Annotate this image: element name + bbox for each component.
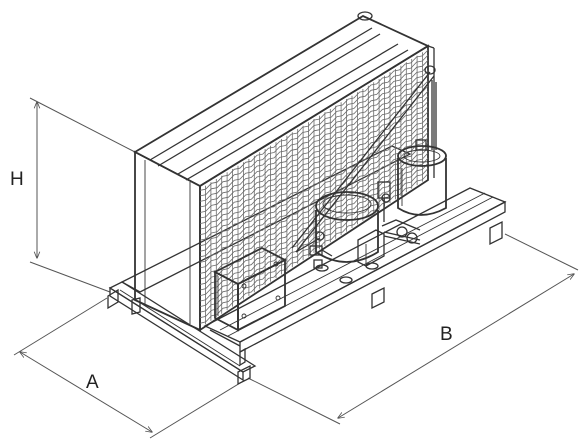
dimension-label-b: B [440, 324, 453, 345]
coil-tube-row [199, 75, 429, 219]
liquid-receiver [397, 139, 447, 216]
coil-tube-row [199, 80, 429, 224]
coil-tube-row [199, 85, 429, 230]
coil-tube-row [199, 111, 429, 258]
piping [291, 71, 437, 269]
coil-tube-row [199, 121, 429, 269]
condenser-coil [131, 11, 436, 332]
coil-tube-row [199, 101, 429, 247]
sight-glass [383, 226, 421, 245]
coil-tube-row [199, 70, 429, 213]
coil-tube-row [199, 54, 429, 197]
coil-tube-row [199, 65, 429, 208]
coil-tube-row [199, 137, 429, 285]
dimension-label-h: H [10, 169, 24, 190]
service-valve [309, 245, 333, 269]
coil-tube-row [199, 127, 429, 274]
coil-tube-row [199, 152, 429, 302]
dimension-label-a: A [86, 372, 99, 393]
coil-fins [199, 49, 429, 325]
coil-tube-row [199, 132, 429, 280]
dimension-depth: A [13, 297, 246, 439]
coil-tube-row [199, 96, 429, 241]
compressor [315, 191, 391, 284]
coil-tube-row [199, 147, 429, 296]
filter-drier [377, 181, 391, 222]
coil-tube-row [199, 142, 429, 291]
dimension-length: B [247, 233, 579, 425]
coil-tube-row [199, 116, 429, 263]
coil-tube-row [199, 60, 429, 202]
coil-tube-row [199, 49, 429, 191]
electrical-box [213, 246, 287, 332]
coil-tube-row [199, 90, 429, 235]
dimension-height: H [10, 97, 136, 293]
base-frame [107, 145, 507, 386]
